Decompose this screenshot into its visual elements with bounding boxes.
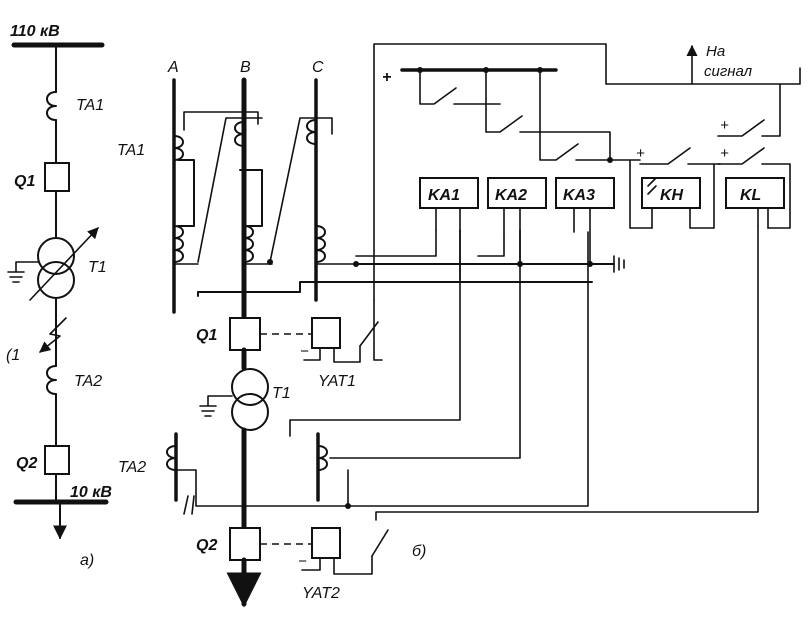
phase-c-label: C bbox=[312, 59, 324, 76]
kh-plus: + bbox=[636, 145, 645, 162]
ka3-contact bbox=[539, 69, 611, 161]
caption-b: б) bbox=[412, 543, 426, 560]
signal-plus-1: + bbox=[720, 117, 729, 134]
ta2b-label: TA2 bbox=[118, 459, 146, 476]
q2b-label: Q2 bbox=[196, 537, 217, 554]
bus-10kv-label: 10 кВ bbox=[70, 484, 112, 501]
kh-label: KH bbox=[660, 187, 684, 204]
trip-coil-yat2 bbox=[311, 527, 341, 559]
yat1-minus: − bbox=[300, 343, 309, 360]
secondary-return-wires bbox=[197, 263, 615, 297]
ground-mark-icon bbox=[183, 495, 195, 515]
signal-plus-2: + bbox=[720, 145, 729, 162]
fault-lightning-icon bbox=[39, 317, 67, 353]
current-transformer-ta1 bbox=[46, 91, 57, 121]
ta2-coil-a bbox=[166, 445, 177, 471]
transformer-t1-winding-hv bbox=[37, 237, 75, 275]
signal-label-line2: сигнал bbox=[704, 63, 753, 80]
ta1b-label: TA1 bbox=[117, 142, 145, 159]
t1b-label: T1 bbox=[272, 385, 291, 402]
delta-wire bbox=[197, 117, 263, 263]
ground-icon bbox=[199, 395, 233, 417]
yat2-contact bbox=[371, 225, 759, 557]
ka2-contact bbox=[485, 69, 611, 161]
ta1-secondary-wire bbox=[177, 159, 195, 227]
caption-a: а) bbox=[80, 552, 94, 569]
junction-dot bbox=[267, 259, 273, 265]
ka1-leads bbox=[435, 207, 461, 233]
breaker-q2-b bbox=[229, 527, 261, 561]
trip-circuit-wire bbox=[373, 43, 801, 301]
ta2-to-relay-wires bbox=[289, 229, 521, 459]
kh-leads bbox=[651, 163, 715, 229]
transformer-t1b-winding-lv bbox=[231, 393, 269, 431]
ground-icon bbox=[7, 261, 39, 283]
kh-contact bbox=[639, 147, 721, 165]
fault-label: (1 bbox=[6, 347, 20, 364]
ka2-label: KA2 bbox=[495, 187, 527, 204]
ground-icon bbox=[613, 255, 625, 273]
relay-ka2 bbox=[487, 177, 547, 209]
breaker-q1 bbox=[44, 162, 70, 192]
relay-ka3 bbox=[555, 177, 615, 209]
relay-ka1 bbox=[419, 177, 479, 209]
transformer-t1b-winding-hv bbox=[231, 368, 269, 406]
ta1-label: TA1 bbox=[76, 97, 104, 114]
ta1-coil-upper bbox=[234, 121, 245, 147]
kl-contact-lower bbox=[717, 147, 791, 229]
relay-wiring bbox=[355, 229, 505, 281]
breaker-q2 bbox=[44, 445, 70, 475]
phase-b-label: B bbox=[240, 59, 251, 76]
relay-kl bbox=[725, 177, 785, 209]
ta1-coil-upper bbox=[306, 119, 317, 145]
trip-coil-yat1 bbox=[311, 317, 341, 349]
yat2-wiring bbox=[301, 555, 373, 575]
kl-leads bbox=[757, 207, 769, 229]
ta1-coil-lower bbox=[315, 225, 326, 263]
ka1-label: KA1 bbox=[428, 187, 460, 204]
breaker-q1-b bbox=[229, 317, 261, 351]
kh-flag-icon bbox=[647, 177, 657, 195]
ta1-secondary-phase-b bbox=[234, 121, 263, 263]
scheme-b: A B C TA1 bbox=[117, 43, 801, 608]
delta-wire bbox=[269, 117, 333, 263]
ka1-contact bbox=[419, 69, 501, 105]
yat1-wiring bbox=[303, 345, 361, 363]
ta1-secondary-phase-a bbox=[173, 135, 195, 263]
ka2-leads bbox=[503, 207, 521, 265]
yat2-minus: − bbox=[298, 553, 307, 570]
ta1-secondary-wire bbox=[239, 169, 263, 227]
ta1-secondary-phase-c bbox=[306, 119, 326, 263]
ta2-coil-c bbox=[317, 445, 328, 471]
yat2-label: YAT2 bbox=[302, 585, 340, 602]
ka3-label: KA3 bbox=[563, 187, 595, 204]
phase-a-label: A bbox=[167, 59, 179, 76]
yat1-label: YAT1 bbox=[318, 373, 356, 390]
junction-dot bbox=[353, 261, 359, 267]
ta2-secondary-wires bbox=[175, 231, 589, 507]
q2-label: Q2 bbox=[16, 455, 37, 472]
kl-contact-upper bbox=[717, 83, 781, 137]
trip-signal-wire bbox=[609, 159, 653, 229]
ta1-coil-lower bbox=[173, 225, 184, 263]
q1b-label: Q1 bbox=[196, 327, 217, 344]
scheme-a: 110 кВ TA1 Q1 T1 (1 TA2 Q2 10 кВ а) bbox=[6, 23, 112, 569]
ta1-coil-lower bbox=[243, 225, 254, 263]
bus-110kv-label: 110 кВ bbox=[10, 23, 60, 40]
plus-terminal: + bbox=[382, 69, 391, 86]
yat1-contact bbox=[359, 299, 383, 361]
t1-label: T1 bbox=[88, 259, 107, 276]
q1-label: Q1 bbox=[14, 173, 35, 190]
junction-dot bbox=[345, 503, 351, 509]
current-transformer-ta2 bbox=[46, 365, 57, 395]
delta-wire bbox=[183, 111, 259, 131]
kl-label: KL bbox=[740, 187, 761, 204]
ta2-label: TA2 bbox=[74, 373, 102, 390]
ka3-leads bbox=[573, 207, 591, 265]
transformer-t1-winding-lv bbox=[37, 261, 75, 299]
regulation-arrow-icon bbox=[29, 227, 99, 301]
signal-label-line1: На bbox=[706, 43, 725, 60]
ta1-coil-upper bbox=[173, 135, 184, 161]
